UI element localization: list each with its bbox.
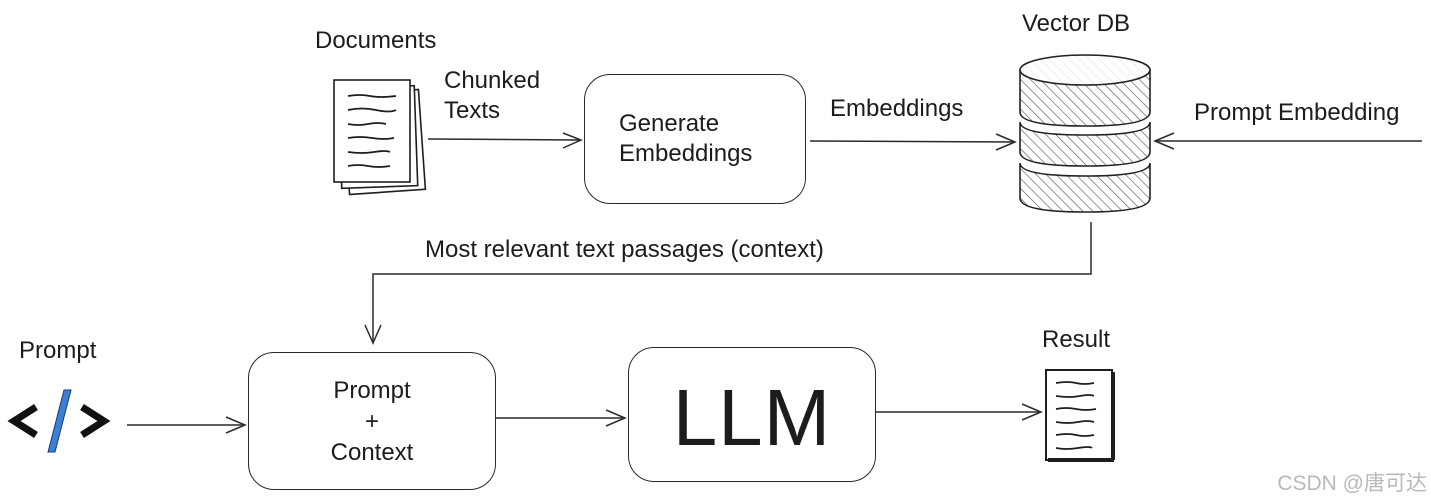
prompt-embedding-label: Prompt Embedding <box>1194 99 1400 126</box>
chunked-label-line2: Texts <box>444 97 501 124</box>
context-label: Most relevant text passages (context) <box>425 236 824 263</box>
prompt-box-line3: Context <box>330 438 414 466</box>
arrow-context-to-prompt-box <box>364 222 1092 345</box>
generate-embeddings-line1: Generate <box>619 110 720 137</box>
vector-db-label: Vector DB <box>1022 10 1131 37</box>
arrow-chunks-to-generate <box>427 132 583 149</box>
llm-label: LLM <box>672 372 832 462</box>
documents-label: Documents <box>315 27 437 54</box>
prompt-box-line1: Prompt <box>333 376 411 404</box>
result-label: Result <box>1042 326 1111 353</box>
code-icon <box>7 389 111 453</box>
documents-stack-icon <box>333 79 427 196</box>
embeddings-label: Embeddings <box>830 95 964 122</box>
prompt-label: Prompt <box>19 337 97 364</box>
arrow-prompt-embedding-to-db <box>1153 132 1422 150</box>
result-document-icon <box>1045 369 1115 462</box>
arrow-box-to-llm <box>496 409 627 427</box>
generate-embeddings-box: Generate Embeddings <box>584 74 806 204</box>
llm-box: LLM <box>628 347 876 482</box>
arrow-llm-to-result <box>876 403 1043 421</box>
database-icon <box>1019 54 1151 213</box>
arrow-prompt-to-box <box>127 416 247 434</box>
watermark: CSDN @唐可达 <box>1277 472 1427 495</box>
prompt-box-line2: + <box>364 407 379 435</box>
generate-embeddings-line2: Embeddings <box>619 140 753 167</box>
arrow-embeddings-to-db <box>809 133 1017 151</box>
prompt-context-box: Prompt + Context <box>248 352 496 490</box>
chunked-label-line1: Chunked <box>444 67 541 94</box>
